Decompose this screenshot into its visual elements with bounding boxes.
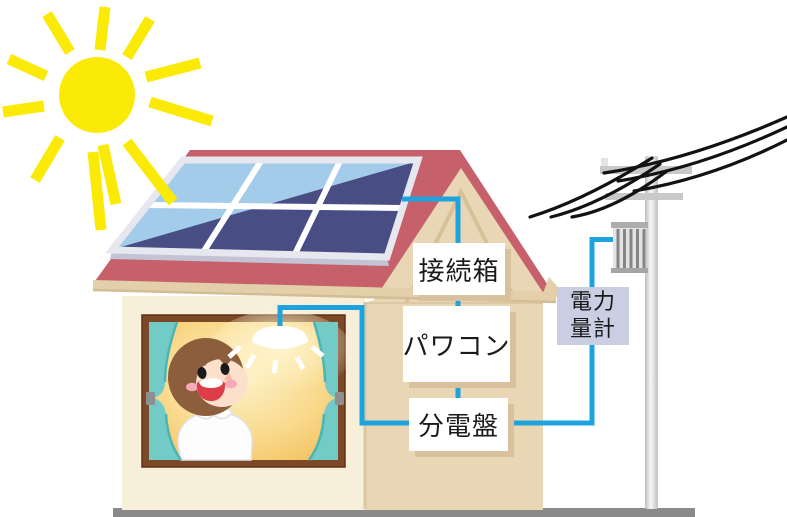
light-rays bbox=[227, 345, 325, 374]
child-eye-left bbox=[197, 367, 207, 379]
curtain-left bbox=[149, 322, 181, 460]
curtain-holdback-left bbox=[146, 392, 155, 405]
pole bbox=[645, 156, 658, 509]
panel-frame bbox=[104, 156, 423, 261]
label-power-conditioner: パワコン bbox=[403, 306, 510, 382]
sun-icon bbox=[2, 6, 214, 231]
child-shirt bbox=[177, 411, 253, 461]
power-lines-icon bbox=[528, 115, 787, 219]
child-nose bbox=[224, 372, 233, 381]
label-power-conditioner-text: パワコン bbox=[402, 331, 511, 362]
label-distribution-board-text: 分電盤 bbox=[417, 412, 499, 442]
pole-transformer-icon bbox=[611, 222, 648, 273]
child-eye-right bbox=[220, 363, 230, 375]
curtain-left-edge bbox=[163, 321, 183, 461]
label-junction-box-text: 接続箱 bbox=[418, 256, 500, 287]
child-icon bbox=[168, 338, 253, 461]
curtain-icon bbox=[146, 321, 344, 461]
curtain-holdback-right bbox=[335, 392, 344, 405]
pole-insulator bbox=[601, 158, 608, 167]
eave-fascia bbox=[93, 280, 556, 302]
light-dome bbox=[252, 326, 308, 349]
child-blush-right bbox=[225, 379, 237, 389]
child-bangs bbox=[184, 342, 241, 366]
window-icon bbox=[141, 310, 352, 468]
transformer-base bbox=[611, 268, 648, 273]
label-power-meter: 電力 量計 bbox=[557, 287, 629, 345]
curtain-right bbox=[309, 322, 338, 460]
transformer-cap bbox=[611, 222, 648, 228]
line-panel-to-junction-box bbox=[402, 196, 461, 244]
label-distribution-board: 分電盤 bbox=[409, 398, 508, 451]
panel-grid-row bbox=[147, 202, 403, 211]
crossarm-top bbox=[600, 166, 692, 174]
child-blush-left bbox=[186, 382, 198, 392]
eave-shadow-line bbox=[92, 288, 557, 304]
ceiling-light-icon bbox=[227, 326, 325, 374]
line-distribution-to-light bbox=[277, 305, 409, 426]
crossarm-lower bbox=[605, 193, 683, 200]
sun-disc bbox=[59, 57, 135, 133]
label-power-meter-line1: 電力 bbox=[569, 290, 616, 315]
solar-panel-icon bbox=[104, 156, 423, 266]
sun-rays bbox=[2, 6, 214, 231]
utility-pole-icon bbox=[600, 156, 692, 509]
ground-line bbox=[113, 508, 695, 517]
label-power-meter-line2: 量計 bbox=[569, 317, 616, 342]
child-teeth bbox=[199, 378, 223, 388]
label-junction-box: 接続箱 bbox=[413, 243, 505, 295]
